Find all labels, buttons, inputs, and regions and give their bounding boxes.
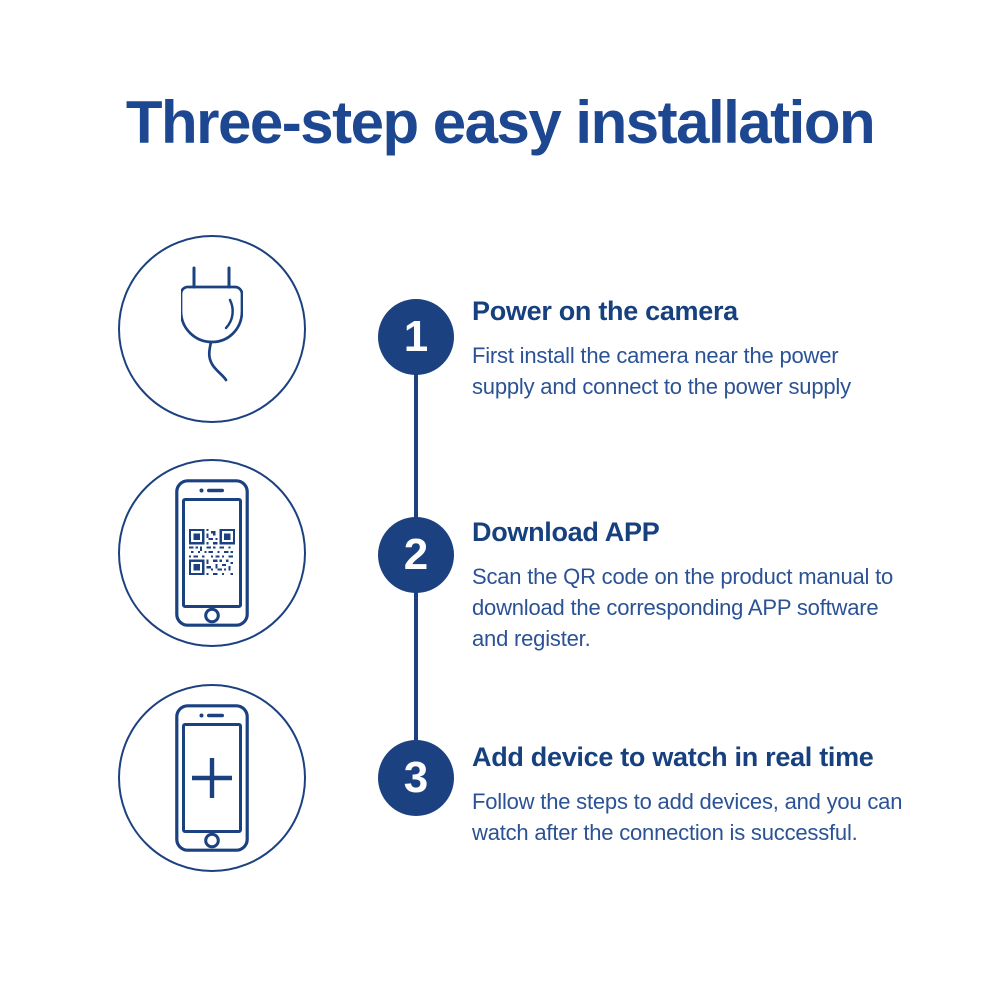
step2-icon-circle [118, 459, 306, 647]
step2-number: 2 [403, 530, 429, 579]
phone-qr-code-icon [175, 479, 249, 627]
step3-number-badge: 3 [378, 740, 454, 816]
step1-text-block: Power on the camera First install the ca… [472, 296, 952, 402]
step3-text-block: Add device to watch in real time Follow … [472, 742, 952, 848]
step1-number: 1 [403, 312, 429, 361]
qr-code [189, 529, 235, 575]
step3-number: 3 [403, 753, 429, 802]
step3-description: Follow the steps to add devices, and you… [472, 789, 903, 845]
step3-icon-circle [118, 684, 306, 872]
plus-icon [192, 758, 232, 798]
step1-description: First install the camera near the power … [472, 343, 851, 399]
step2-text-block: Download APP Scan the QR code on the pro… [472, 517, 952, 654]
step2-number-badge: 2 [378, 517, 454, 593]
step1-number-badge: 1 [378, 299, 454, 375]
step3-heading: Add device to watch in real time [472, 742, 874, 772]
step1-icon-circle [118, 235, 306, 423]
step2-description: Scan the QR code on the product manual t… [472, 564, 894, 651]
page-title: Three-step easy installation [125, 89, 876, 156]
step2-heading: Download APP [472, 517, 660, 547]
phone-add-device-icon [175, 704, 249, 852]
power-plug-icon [181, 266, 243, 382]
step1-heading: Power on the camera [472, 296, 738, 326]
